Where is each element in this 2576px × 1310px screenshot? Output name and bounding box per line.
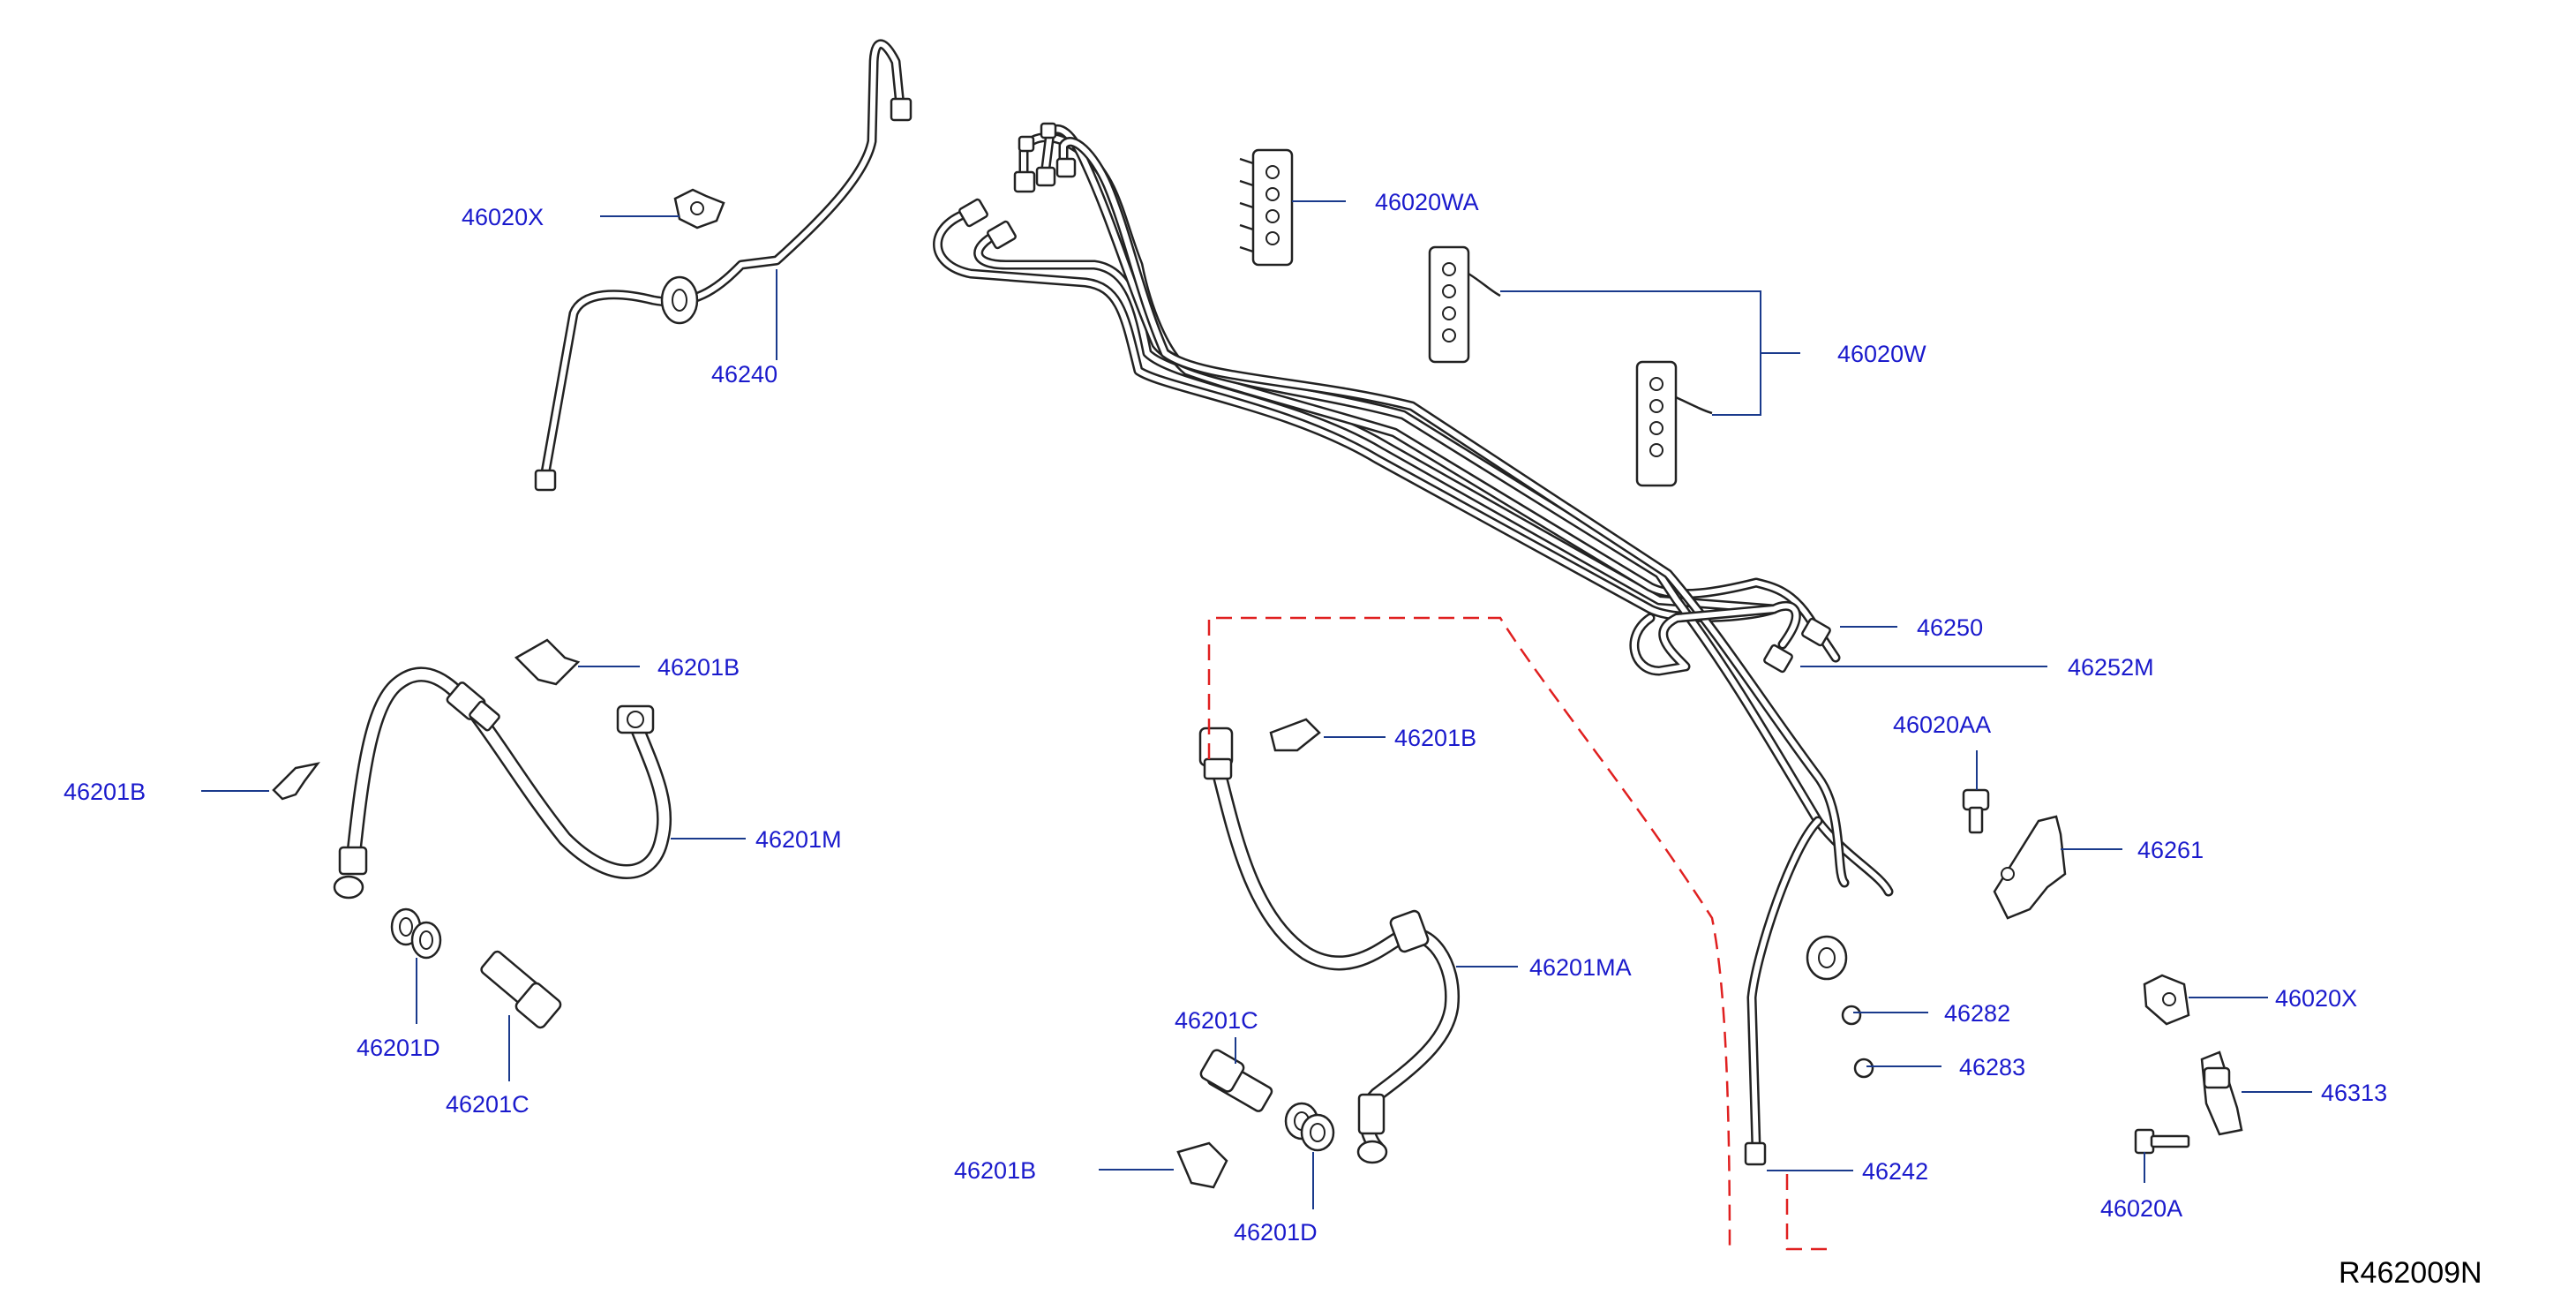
- callout-46201m: 46201M: [755, 826, 842, 853]
- union-bolt-46201c-left: [480, 950, 562, 1029]
- callout-46201d-left: 46201D: [357, 1035, 440, 1061]
- callout-46282: 46282: [1944, 1000, 2010, 1027]
- washers-46201d-left: [390, 907, 442, 960]
- union-bolt-46201c-center: [1199, 1049, 1273, 1112]
- brake-hose-46201m: [333, 666, 672, 900]
- callout-46261: 46261: [2137, 837, 2204, 863]
- bracket-46313: [2200, 1050, 2243, 1136]
- callout-46240: 46240: [711, 361, 777, 388]
- bolt-46020aa: [1962, 788, 1990, 834]
- brake-tube-46240: [534, 39, 912, 492]
- callout-46020w: 46020W: [1837, 341, 1926, 367]
- callout-46201b-center-top: 46201B: [1394, 725, 1476, 751]
- clip-46201b-center-top: [1269, 718, 1321, 752]
- callout-46201b-left-mid: 46201B: [64, 779, 146, 805]
- callout-46201c-left: 46201C: [446, 1091, 529, 1118]
- callout-46201b-left-top: 46201B: [657, 654, 740, 681]
- clip-46020x-right: [2143, 974, 2190, 1026]
- callout-46242: 46242: [1862, 1158, 1928, 1185]
- clip-block-46020w-lower: [1635, 360, 1713, 487]
- callout-46283: 46283: [1959, 1054, 2025, 1080]
- callout-46020aa: 46020AA: [1893, 711, 1991, 738]
- callout-46020x-right: 46020X: [2275, 985, 2357, 1012]
- callout-46250: 46250: [1917, 614, 1983, 641]
- clip-block-46020wa: [1239, 148, 1294, 267]
- clip-block-46020w-upper: [1428, 245, 1501, 364]
- callout-46252m: 46252M: [2068, 654, 2154, 681]
- callout-46020wa: 46020WA: [1375, 189, 1479, 215]
- clip-46020x-upper: [673, 188, 725, 230]
- clip-46201b-left-top: [514, 638, 581, 686]
- callout-46201c-center: 46201C: [1175, 1007, 1258, 1034]
- callout-46020x-upper: 46020X: [462, 204, 544, 230]
- washers-46201d-center: [1284, 1102, 1335, 1152]
- diagram-reference-code: R462009N: [2339, 1256, 2482, 1290]
- brake-hose-46201ma: [1198, 727, 1461, 1164]
- clip-46201b-center-bottom: [1176, 1141, 1228, 1189]
- callout-labels: 46020X 46240 46020WA 46020W 46250 46252M…: [64, 189, 2387, 1246]
- brake-tube-bundle: [933, 122, 1894, 1166]
- bracket-46261: [1993, 815, 2067, 920]
- callout-46201d-center: 46201D: [1234, 1219, 1318, 1246]
- callout-46020a: 46020A: [2100, 1195, 2182, 1222]
- clip-46201b-left-mid: [272, 762, 320, 801]
- callout-46201b-center-bottom: 46201B: [954, 1157, 1036, 1184]
- bolt-46020a: [2134, 1128, 2190, 1155]
- callout-46201ma: 46201MA: [1529, 954, 1632, 981]
- phantom-boundary-line: [1207, 616, 1836, 1251]
- leader-lines: [201, 200, 2312, 1209]
- callout-46313: 46313: [2321, 1080, 2387, 1106]
